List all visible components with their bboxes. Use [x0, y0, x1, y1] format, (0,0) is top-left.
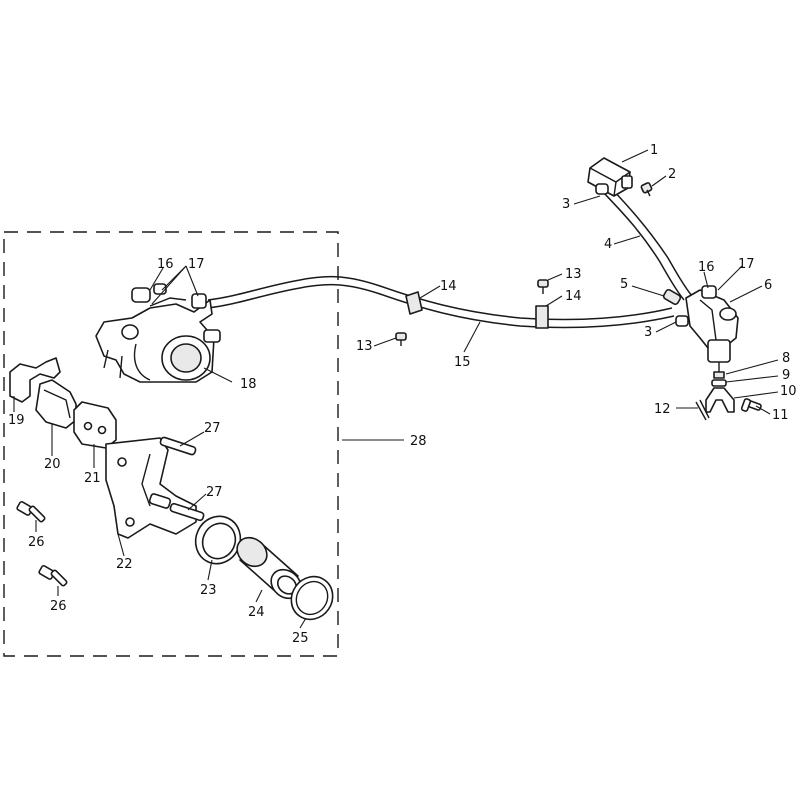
callout-14-left: 14 [440, 279, 457, 294]
callout-15: 15 [454, 355, 471, 370]
brake-pad-outer [73, 401, 117, 449]
caliper-bracket-hole-a [117, 457, 127, 467]
piston-dust-seal [290, 575, 334, 621]
clamp-bolt-right [537, 279, 549, 294]
hose-clamp-left [405, 291, 423, 315]
callout-labels: 1 2 3 4 5 3 16 17 6 8 9 10 11 12 13 14 1… [8, 143, 797, 646]
callout-8: 8 [782, 351, 790, 366]
caliper-bracket-hole-b [125, 517, 135, 527]
callout-14-right: 14 [565, 289, 582, 304]
callout-10: 10 [780, 384, 797, 399]
slide-pin-lower [148, 493, 205, 522]
clamp-bolt-left [395, 332, 407, 346]
callout-3-upper: 3 [562, 197, 570, 212]
callout-26-lower: 26 [50, 599, 67, 614]
callout-20: 20 [44, 457, 61, 472]
callout-16-right: 16 [698, 260, 715, 275]
callout-12: 12 [654, 402, 671, 417]
brake-hose-long [207, 275, 673, 321]
brake-pad-outer-hole-b [97, 425, 107, 435]
callout-21: 21 [84, 471, 101, 486]
caliper-bracket [105, 437, 197, 539]
callout-22: 22 [116, 557, 133, 572]
brake-pad-inner [35, 379, 77, 429]
callout-11: 11 [772, 408, 789, 423]
brake-pad-outer-hole-a [83, 421, 93, 431]
callout-13-right: 13 [565, 267, 582, 282]
reservoir-screw [640, 182, 653, 197]
callout-27-upper: 27 [204, 421, 221, 436]
brake-pad-inner-lining [43, 389, 71, 419]
brake-hose-upper [602, 191, 685, 301]
brake-caliper [95, 283, 221, 383]
callout-17-right: 17 [738, 257, 755, 272]
caliper-piston [236, 536, 302, 600]
callout-26-upper: 26 [28, 535, 45, 550]
callout-9: 9 [782, 368, 790, 383]
pad-spring [9, 357, 61, 403]
slide-pin-upper [159, 436, 197, 456]
hose-clamp-right [535, 305, 549, 329]
master-cylinder [685, 285, 739, 413]
caliper-bracket-edge [141, 453, 151, 507]
callout-17-left: 17 [188, 257, 205, 272]
clevis-pin [740, 398, 762, 412]
brake-hose-upper-inner [610, 187, 693, 297]
callout-24: 24 [248, 605, 265, 620]
callout-6: 6 [764, 278, 772, 293]
callout-2: 2 [668, 167, 676, 182]
callout-13-left: 13 [356, 339, 373, 354]
hose-clip-lower [662, 288, 682, 306]
bracket-bolt-upper [16, 500, 46, 523]
callout-1: 1 [650, 143, 658, 158]
callout-5: 5 [620, 277, 628, 292]
callout-3-lower: 3 [644, 325, 652, 340]
bracket-bolt-lower [38, 564, 68, 587]
leader-lines [13, 149, 779, 629]
callout-4: 4 [604, 237, 612, 252]
hose-clamp-lower [675, 315, 689, 327]
caliper-assembly-group-box [3, 231, 339, 657]
brake-hose-long-inner [207, 283, 675, 329]
callout-19: 19 [8, 413, 25, 428]
callout-23: 23 [200, 583, 217, 598]
callout-28: 28 [410, 434, 427, 449]
callout-16-left: 16 [157, 257, 174, 272]
callout-18: 18 [240, 377, 257, 392]
callout-27-lower: 27 [206, 485, 223, 500]
brake-fluid-reservoir [587, 157, 633, 197]
callout-25: 25 [292, 631, 309, 646]
split-pin [695, 399, 710, 421]
